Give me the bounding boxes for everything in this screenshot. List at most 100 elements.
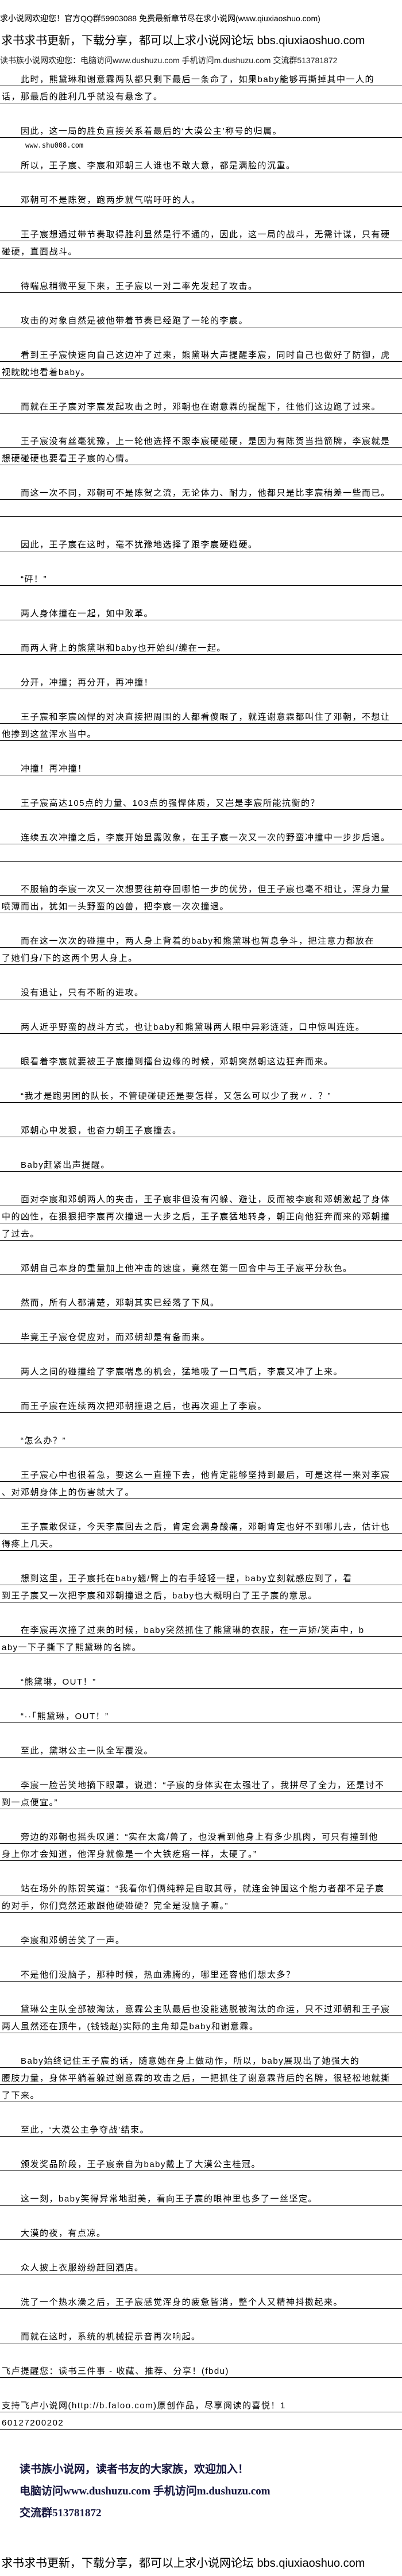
paragraph: 王子宸高达105点的力量、103点的强悍体质，又岂是李宸所能抗衡的？	[0, 793, 402, 810]
paragraph: 因此，王子宸在这时，毫不犹豫地选择了跟李宸硬碰硬。	[0, 534, 402, 551]
text-line: 邓朝可不是陈贺，跑两步就气喘吁吁的人。	[0, 190, 402, 207]
paragraph: 而两人背上的熊黛琳和baby也开始纠/缠在一起。	[0, 638, 402, 655]
paragraph: 冲撞！再冲撞！	[0, 758, 402, 775]
paragraph: 分开，冲撞；再分开，再冲撞！	[0, 672, 402, 689]
text-line: 李宸一脸苦笑地摘下眼罩，说道：“子宸的身体实在太强壮了，我拼尽了全力，还是讨不	[0, 1775, 402, 1792]
paragraph: 看到王子宸快速向自己这边冲了过来，熊黛琳大声提醒李宸，同时自己也做好了防御，虎视…	[0, 345, 402, 379]
site-welcome-banner: 求小说网欢迎您！官方QQ群59903088 免费最新章节尽在求小说网(www.q…	[0, 14, 320, 23]
text-line: 邓朝心中发狠，也奋力朝王子宸撞去。	[0, 1120, 402, 1137]
text-line: 王子宸和李宸凶悍的对决直接把周围的人都看傻眼了，就连谢意霖都叫住了邓朝，不想让	[0, 706, 402, 724]
text-line: 因此，王子宸在这时，毫不犹豫地选择了跟李宸硬碰硬。	[0, 534, 402, 551]
text-line: 到一点便宜。”	[0, 1792, 402, 1809]
paragraph: 想到这里，王子宸托在baby翘/臀上的右手轻轻一捏，baby立刻就感应到了，看到…	[0, 1568, 402, 1602]
text-line: 眼看着李宸就要被王子宸撞到擂台边缘的时候，邓朝突然朝这边狂奔而来。	[0, 1051, 402, 1068]
forum-ad-banner[interactable]: 求书求书更新，下载分享，都可以上求小说网论坛 bbs.qiuxiaoshuo.c…	[1, 34, 365, 47]
chapter-content: 此时，熊黛琳和谢意霖两队都只剩下最后一条命了，如果baby能够再撕掉其中一人的话…	[0, 69, 402, 2447]
text-line: 李宸和邓朝苦笑了一声。	[0, 1930, 402, 1947]
text-line: 至此，黛琳公主一队全军覆没。	[0, 1740, 402, 1758]
paragraph: 而这一次不同，邓朝可不是陈贺之流，无论体力、耐力，他都只是比李宸稍差一些而已。	[0, 482, 402, 517]
paragraph: 两人近乎野蛮的战斗方式，也让baby和熊黛琳两人眼中异彩涟涟，口中惊叫连连。	[0, 1017, 402, 1034]
paragraph: 邓朝自己本身的重量加上他冲击的速度，竟然在第一回合中与王子宸平分秋色。	[0, 1258, 402, 1275]
text-line: 站在场外的陈贺笑道：“我看你们俩纯粹是自取其辱，就连金钟国这个能力者都不是子宸	[0, 1878, 402, 1895]
paragraph: 两人身体撞在一起，如中败革。	[0, 603, 402, 620]
paragraph: 然而，所有人都清楚，邓朝其实已经落了下风。	[0, 1292, 402, 1310]
text-line: “熊黛琳，OUT！”	[0, 1671, 402, 1689]
text-line: 至此，‘大漠公主争夺战’结束。	[0, 2119, 402, 2137]
text-line: 身上你才会知道，他浑身就像是一个大铁疙瘩一样，太硬了。”	[0, 1844, 402, 1861]
text-line: 分开，冲撞；再分开，再冲撞！	[0, 672, 402, 689]
text-line: 众人披上衣服纷纷赶回酒店。	[0, 2257, 402, 2274]
text-line: aby一下子撕下了熊黛琳的名牌。	[0, 1637, 402, 1654]
paragraph: 旁边的邓朝也摇头叹道：“实在太禽/兽了，也没看到他身上有多少肌肉，可只有撞到他身…	[0, 1826, 402, 1861]
paragraph: 至此，‘大漠公主争夺战’结束。	[0, 2119, 402, 2137]
paragraph: 不服输的李宸一次又一次想要往前夺回哪怕一步的优势，但王子宸也毫不相让，浑身力量喷…	[0, 879, 402, 913]
footer-forum-ad[interactable]: 求书求书更新，下载分享，都可以上求小说网论坛 bbs.qiuxiaoshuo.c…	[1, 2557, 365, 2570]
text-line: 两人虽然还在顶牛，(钱钱赵)实际的主角却是baby和谢意霖。	[0, 2016, 402, 2033]
text-line: 邓朝自己本身的重量加上他冲击的速度，竟然在第一回合中与王子宸平分秋色。	[0, 1258, 402, 1275]
paragraph: 面对李宸和邓朝两人的夹击，王子宸非但没有闪躲、避让，反而被李宸和邓朝激起了身体中…	[0, 1189, 402, 1241]
text-line: 然而，所有人都清楚，邓朝其实已经落了下风。	[0, 1292, 402, 1310]
paragraph: 两人之间的碰撞给了李宸喘息的机会，猛地吸了一口气后，李宸又冲了上来。	[0, 1361, 402, 1378]
paragraph: 毕竟王子宸仓促应对，而邓朝却是有备而来。	[0, 1327, 402, 1344]
text-line: “我才是跑男团的队长，不管硬碰硬还是要怎样，又怎么可以少了我〃．？”	[0, 1086, 402, 1103]
text-line: 而王子宸在连续两次把邓朝撞退之后，也再次迎上了李宸。	[0, 1396, 402, 1413]
paragraph: 邓朝心中发狠，也奋力朝王子宸撞去。	[0, 1120, 402, 1137]
paragraph: 待喘息稍微平复下来，王子宸以一对二率先发起了攻击。	[0, 276, 402, 293]
text-line: 攻击的对象自然是被他带着节奏已经跑了一轮的李宸。	[0, 310, 402, 327]
paragraph: 邓朝可不是陈贺，跑两步就气喘吁吁的人。	[0, 190, 402, 207]
text-line: 没有退让，只有不断的进攻。	[0, 982, 402, 999]
text-line: 得疼上几天。	[0, 1534, 402, 1551]
text-line: 了她们身/下的这两个男人身上。	[0, 948, 402, 965]
paragraph: 王子宸和李宸凶悍的对决直接把周围的人都看傻眼了，就连谢意霖都叫住了邓朝，不想让他…	[0, 706, 402, 741]
paragraph: 因此，这一局的胜负直接关系着最后的‘大漠公主’称号的归属。	[0, 121, 402, 138]
paragraph: 站在场外的陈贺笑道：“我看你们俩纯粹是自取其辱，就连金钟国这个能力者都不是子宸的…	[0, 1878, 402, 1913]
footer-group: 交流群513781872	[20, 2507, 102, 2519]
text-line: 王子宸敢保证，今天李宸回去之后，肯定会满身酸痛，邓朝肯定也好不到哪儿去，估计也	[0, 1516, 402, 1534]
text-line: 因此，这一局的胜负直接关系着最后的‘大漠公主’称号的归属。	[0, 121, 402, 138]
paragraph: “砰！”	[0, 569, 402, 586]
text-line: 而就在王子宸对李宸发起攻击之时，邓朝也在谢意霖的提醒下，往他们这边跑了过来。	[0, 396, 402, 414]
paragraph: 此时，熊黛琳和谢意霖两队都只剩下最后一条命了，如果baby能够再撕掉其中一人的话…	[0, 69, 402, 103]
paragraph: 李宸和邓朝苦笑了一声。	[0, 1930, 402, 1947]
text-line: 而这一次不同，邓朝可不是陈贺之流，无论体力、耐力，他都只是比李宸稍差一些而已。	[0, 482, 402, 500]
paragraph: 王子宸心中也很着急，要这么一直撞下去，他肯定能够坚持到最后，可是这样一来对李宸、…	[0, 1465, 402, 1499]
text-line: 60127200202	[0, 2412, 402, 2430]
text-line: 大漠的夜，有点凉。	[0, 2223, 402, 2240]
text-line: 洗了一个热水澡之后，王子宸感觉浑身的疲惫皆消，整个人又精神抖擞起来。	[0, 2292, 402, 2309]
text-line: 两人之间的碰撞给了李宸喘息的机会，猛地吸了一口气后，李宸又冲了上来。	[0, 1361, 402, 1378]
text-line: 了下来。	[0, 2085, 402, 2102]
footer-access-links[interactable]: 电脑访问www.dushuzu.com 手机访问m.dushuzu.com	[20, 2485, 270, 2497]
paragraph: 不是他们没脑子，那种时候，热血沸腾的，哪里还容他们想太多？	[0, 1964, 402, 1982]
paragraph: 至此，黛琳公主一队全军覆没。	[0, 1740, 402, 1758]
text-line: 支持飞卢小说网(http://b.faloo.com)原创作品，尽享阅读的喜悦！…	[0, 2395, 402, 2412]
paragraph: Baby始终记住王子宸的话，随意她在身上做动作，所以，baby展现出了她强大的腰…	[0, 2050, 402, 2102]
dushuzu-banner: 读书族小说网欢迎您：电脑访问www.dushuzu.com 手机访问m.dush…	[0, 56, 338, 65]
paragraph: “我才是跑男团的队长，不管硬碰硬还是要怎样，又怎么可以少了我〃．？”	[0, 1086, 402, 1103]
text-line: 这一刻，baby笑得异常地甜美，看向王子宸的眼神里也多了一丝坚定。	[0, 2188, 402, 2206]
text-line: Baby始终记住王子宸的话，随意她在身上做动作，所以，baby展现出了她强大的	[0, 2050, 402, 2068]
text-line: 飞卢提醒您：读书三件事 - 收藏、推荐、分享！(fbdu)	[0, 2361, 402, 2378]
text-line: 看到王子宸快速向自己这边冲了过来，熊黛琳大声提醒李宸，同时自己也做好了防御，虎	[0, 345, 402, 362]
paragraph: 王子宸想通过带节奏取得胜利显然是行不通的，因此，这一局的战斗，无需计谋，只有硬碰…	[0, 224, 402, 258]
text-line: 王子宸想通过带节奏取得胜利显然是行不通的，因此，这一局的战斗，无需计谋，只有硬	[0, 224, 402, 241]
text-line: 腰肢力量，身体平躺着躲过谢意霖的攻击之后，一把抓住了谢意霖背后的名牌，很轻松地就…	[0, 2068, 402, 2085]
text-line: 此时，熊黛琳和谢意霖两队都只剩下最后一条命了，如果baby能够再撕掉其中一人的	[0, 69, 402, 86]
text-line	[0, 844, 402, 862]
text-line: 面对李宸和邓朝两人的夹击，王子宸非但没有闪躲、避让，反而被李宸和邓朝激起了身体	[0, 1189, 402, 1206]
text-line: 而就在这时，系统的机械提示音再次响起。	[0, 2326, 402, 2343]
text-line: 到王子宸又一次把李宸和邓朝撞退之后，baby也大概明白了王子宸的意思。	[0, 1585, 402, 1602]
paragraph: 支持飞卢小说网(http://b.faloo.com)原创作品，尽享阅读的喜悦！…	[0, 2395, 402, 2430]
text-line: 而在这一次次的碰撞中，两人身上背着的baby和熊黛琳也暂息争斗，把注意力都放在	[0, 930, 402, 948]
paragraph: 而就在这时，系统的机械提示音再次响起。	[0, 2326, 402, 2343]
text-line: 王子宸高达105点的力量、103点的强悍体质，又岂是李宸所能抗衡的？	[0, 793, 402, 810]
paragraph: “··「熊黛琳，OUT！”	[0, 1706, 402, 1723]
text-line: 两人身体撞在一起，如中败革。	[0, 603, 402, 620]
paragraph: 众人披上衣服纷纷赶回酒店。	[0, 2257, 402, 2274]
footer-slogan: 读书族小说网，读者书友的大家族，欢迎加入！	[20, 2463, 249, 2475]
text-line: 不服输的李宸一次又一次想要往前夺回哪怕一步的优势，但王子宸也毫不相让，浑身力量	[0, 879, 402, 896]
text-line: Baby赶紧出声提醒。	[0, 1154, 402, 1172]
text-line: 的对手，你们竟然还敢跟他硬碰硬？完全是没脑子嘛。”	[0, 1895, 402, 1913]
text-line: 待喘息稍微平复下来，王子宸以一对二率先发起了攻击。	[0, 276, 402, 293]
paragraph: 没有退让，只有不断的进攻。	[0, 982, 402, 999]
